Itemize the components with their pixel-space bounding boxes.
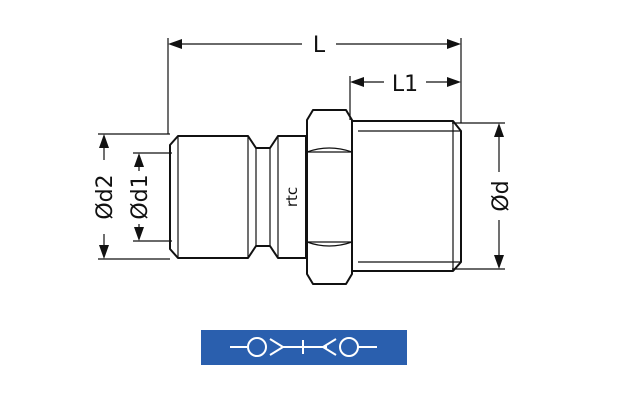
dimension-diameter-outer-body: Ød2 [93,133,170,260]
coupling-symbol-badge [201,330,407,365]
dimension-diameter-thread: Ød [452,122,514,270]
label-diameter-outer-body: Ød2 [93,174,118,219]
hex-nut [306,109,353,285]
label-diameter-inner-body: Ød1 [128,174,153,219]
label-length-total: L [313,33,326,58]
coupling-symbol-icon [230,337,377,357]
dimension-length-thread: L1 [349,72,461,120]
label-diameter-thread: Ød [489,180,514,211]
threaded-end [351,120,462,272]
manufacturer-logo: rtc [283,187,301,207]
label-length-thread: L1 [392,72,418,97]
logo-text: rtc [283,187,301,207]
dimension-length-total: L [167,33,462,134]
fitting-body [169,109,462,285]
dimension-diameter-inner-body: Ød1 [128,152,172,242]
